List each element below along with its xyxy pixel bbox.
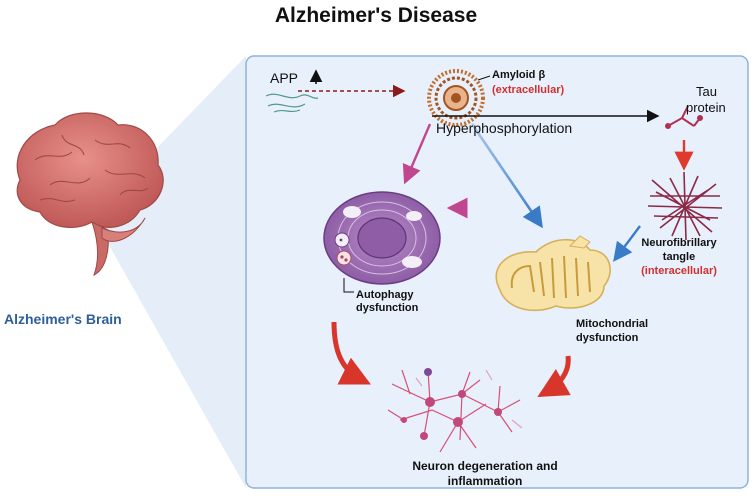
hyperphosphorylation-label: Hyperphosphorylation <box>436 120 573 136</box>
tangle-label-line1: Neurofibrillary <box>641 237 717 249</box>
amyloid-to-autophagy-arrow <box>402 123 432 185</box>
amyloid-label-leader <box>477 75 491 81</box>
tau-protein <box>665 105 703 129</box>
app-label-text: APP <box>270 70 299 86</box>
tau-label-line1: Tau <box>696 84 717 99</box>
amyloid-location: (extracellular) <box>492 84 565 96</box>
autophagy-label-line1: Autophagy <box>356 289 414 301</box>
tangle-to-mitochondria-arrow <box>613 225 641 262</box>
autophagy-cell <box>323 191 441 285</box>
amyloid-label: Amyloid β <box>492 69 546 81</box>
brain-illustration <box>16 112 164 277</box>
mitochondrion <box>495 235 611 312</box>
tau-label-line2: protein <box>686 100 726 115</box>
neurofibrillary-tangle <box>647 171 723 241</box>
neuron-label-line2: inflammation <box>447 474 523 488</box>
mitochondria-to-neuron-arrow <box>537 355 571 397</box>
zoom-wedge <box>92 56 246 488</box>
amyloid-plaque <box>427 69 485 127</box>
app-label: APP <box>270 70 298 86</box>
amyloid-to-mitochondria-arrow <box>470 123 543 229</box>
mitochondrial-label-line1: Mitochondrial <box>576 318 649 330</box>
tangle-label-line2: tangle <box>662 251 696 263</box>
mitochondrial-label-line2: dysfunction <box>576 332 639 344</box>
autophagy-label-bracket <box>343 278 354 293</box>
neuron-label-line1: Neuron degeneration and <box>412 459 558 473</box>
page-title: Alzheimer's Disease <box>274 4 478 27</box>
autophagy-label-line2: dysfunction <box>356 302 419 314</box>
tangle-location: (interacellular) <box>641 265 717 277</box>
autophagy-to-neuron-arrow <box>331 321 371 385</box>
brain-label: Alzheimer's Brain <box>4 311 122 327</box>
app-strands <box>265 93 319 113</box>
neuron-bodies <box>401 368 502 440</box>
